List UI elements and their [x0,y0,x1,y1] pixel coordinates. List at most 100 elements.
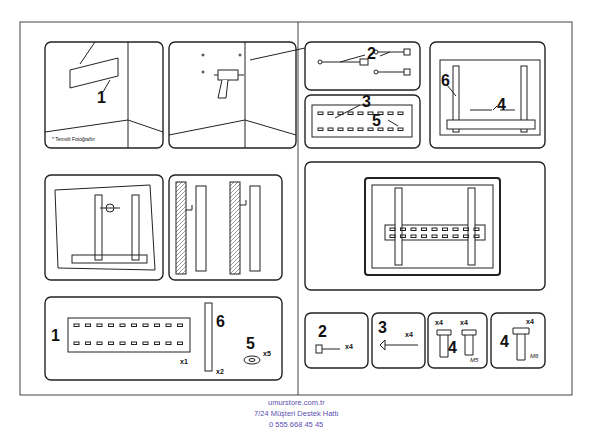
wall-corner [70,58,118,88]
wall-rail [328,128,333,131]
quantity: x5 [263,350,271,357]
drill [239,54,241,56]
tv-mounted [411,235,416,238]
wall-rail [335,105,360,118]
drill [202,54,204,56]
parts-rail [178,342,183,345]
tv-back-view [100,208,120,209]
wall-rail [388,128,393,131]
tv-mounted [401,235,406,238]
parts-rail [205,303,212,371]
screw-icon [462,330,476,355]
drill [238,75,244,76]
parts-rail [74,324,183,345]
step-panel [430,42,545,148]
wall-rail [338,128,343,131]
callout-number: 1 [51,328,60,344]
parts-rail [68,318,190,352]
drill [245,120,246,148]
wall-rail [318,112,323,115]
tv-back-mount [470,110,492,111]
tv-back-view [72,255,147,263]
quantity: x1 [180,358,188,365]
parts-rail [155,342,160,345]
step-panel [428,313,487,368]
wall-rail [348,128,353,131]
tv-back-view [132,195,139,260]
callout-number: 6 [441,73,450,89]
quantity: x4 [460,319,468,326]
drill [202,71,204,73]
side-view [240,200,246,205]
note: * Temsili Fotoğraftır [52,137,95,142]
drill [214,75,218,76]
screw-size: M5 [470,357,478,363]
quantity: x4 [526,318,534,325]
parts-rail [86,324,91,327]
wall-corner [45,120,128,132]
parts-rail [74,342,79,345]
screw-icon [316,345,322,353]
tv-mounted [422,228,427,231]
screw-icon [513,328,529,360]
tv-mounted [453,228,458,231]
page-frame [298,22,299,395]
callout-number: 4 [500,334,509,350]
parts-rail [249,359,255,362]
tv-back-mount [440,60,540,135]
tv-mounted [411,228,416,231]
side-view [230,182,240,274]
screw-set [380,52,390,56]
drill [169,42,305,148]
tv-back-view [55,185,155,270]
parts-rail [74,324,79,327]
screw-set [318,49,410,75]
tv-mounted [390,228,395,231]
side-view [196,186,206,271]
tv-back-mount [440,60,540,135]
screw-set [318,60,322,64]
parts-rail [109,342,114,345]
tv-mounted [474,235,479,238]
tv-back-view [95,195,102,260]
screw-set [360,59,368,65]
step-panel [305,95,420,148]
screw-icon [322,349,340,350]
page-frame [20,22,572,395]
callout-number: 4 [448,340,457,356]
step-panel [169,42,296,148]
callout-number: 2 [318,324,327,340]
tv-mounted [464,235,469,238]
parts-rail [109,324,114,327]
wall-corner [128,42,163,132]
screw-set [378,72,404,73]
step-panel [45,42,545,380]
footer-text: 7/24 Müşteri Destek Hattı [254,410,339,418]
parts-rail [178,324,183,327]
parts-rail [120,342,125,345]
tv-mounted [395,188,402,265]
step-panel [305,162,545,290]
parts-rail [143,342,148,345]
drill [218,80,228,98]
screw-set [404,49,410,55]
footer-text: 0 555 668 45 45 [269,421,323,429]
quantity: x4 [435,319,443,326]
callout-number: 5 [246,336,255,352]
step-panel [169,175,282,280]
parts-rail [166,324,171,327]
screw-set [322,62,340,63]
tv-mounted [468,188,475,265]
step-panel [45,297,282,380]
step-panel [305,313,368,368]
parts-rail [68,303,260,371]
tv-back-mount [447,120,535,129]
wall-rail [318,128,323,131]
wall-rail [358,128,363,131]
tv-back-mount [493,106,497,110]
tv-mounted [443,235,448,238]
callout-number: 4 [497,97,506,113]
tv-mounted [390,228,479,238]
tv-mounted [372,185,493,268]
